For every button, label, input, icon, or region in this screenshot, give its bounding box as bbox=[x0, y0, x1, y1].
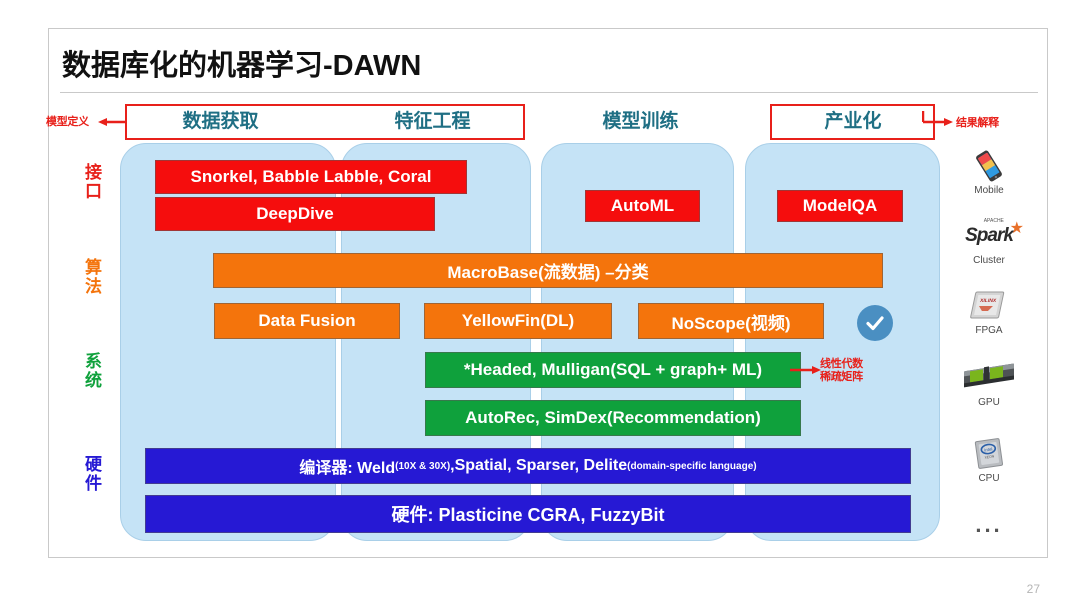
box-noscope[interactable]: NoScope(视频) bbox=[638, 303, 824, 339]
box-yellowfin[interactable]: YellowFin(DL) bbox=[424, 303, 612, 339]
box-snorkel[interactable]: Snorkel, Babble Labble, Coral bbox=[155, 160, 467, 194]
system-note-line2: 稀疏矩阵 bbox=[820, 371, 863, 383]
box-automl[interactable]: AutoML bbox=[585, 190, 700, 222]
svg-text:XEON: XEON bbox=[984, 454, 995, 459]
device-caption-mobile: Mobile bbox=[974, 185, 1004, 196]
system-note-arrow-icon bbox=[790, 366, 821, 374]
page-title: 数据库化的机器学习-DAWN bbox=[62, 50, 422, 82]
layer-label-interface: 接口 bbox=[82, 163, 101, 201]
phase-box-industrialization[interactable] bbox=[770, 104, 935, 140]
device-mobile: Mobile bbox=[952, 148, 1026, 196]
svg-text:intel: intel bbox=[984, 446, 993, 452]
layer-label-system: 系统 bbox=[82, 352, 101, 390]
device-fpga: XILINX FPGA bbox=[952, 288, 1026, 336]
gpu-card-icon bbox=[952, 360, 1026, 396]
device-caption-cpu: CPU bbox=[978, 473, 1000, 484]
phase-label-model-training[interactable]: 模型训练 bbox=[602, 111, 679, 132]
compiler-sub-2: (domain-specific language) bbox=[627, 460, 757, 472]
spark-apache-label: APACHE bbox=[983, 218, 1004, 224]
title-divider bbox=[60, 92, 1038, 93]
device-caption-gpu: GPU bbox=[978, 397, 1000, 408]
check-badge-icon[interactable] bbox=[857, 305, 893, 341]
device-caption-fpga: FPGA bbox=[975, 325, 1003, 336]
device-caption-cluster: Cluster bbox=[973, 255, 1005, 266]
fpga-chip-icon: XILINX bbox=[952, 288, 1026, 324]
right-annotation-result-interpretation: 结果解释 bbox=[956, 117, 999, 129]
compiler-mid: ,Spatial, Sparser, Delite bbox=[450, 457, 628, 474]
layer-label-hardware: 硬件 bbox=[82, 455, 101, 493]
box-compiler[interactable]: 编译器: Weld(10X & 30X),Spatial, Sparser, D… bbox=[145, 448, 911, 484]
box-autorec-simdex[interactable]: AutoRec, SimDex(Recommendation) bbox=[425, 400, 801, 436]
box-macrobase[interactable]: MacroBase(流数据) –分类 bbox=[213, 253, 883, 288]
spark-wordmark: Spark bbox=[965, 225, 1014, 246]
spark-star-icon: ★ bbox=[1009, 220, 1024, 237]
box-modelqa[interactable]: ModelQA bbox=[777, 190, 903, 222]
phase-box-acquisition-feature[interactable] bbox=[125, 104, 525, 140]
box-data-fusion[interactable]: Data Fusion bbox=[214, 303, 400, 339]
left-annotation-model-definition: 模型定义 bbox=[46, 116, 89, 128]
phase-label-industrialization[interactable]: 产业化 bbox=[824, 111, 882, 132]
device-cpu: intel XEON CPU bbox=[952, 436, 1026, 484]
system-note-line1: 线性代数 bbox=[820, 358, 863, 370]
box-deepdive[interactable]: DeepDive bbox=[155, 197, 435, 231]
cpu-chip-icon: intel XEON bbox=[952, 436, 1026, 472]
system-note-annotation: 线性代数 稀疏矩阵 bbox=[820, 358, 863, 384]
apache-spark-logo: APACHE Spark ★ bbox=[952, 218, 1026, 254]
compiler-prefix: 编译器: Weld bbox=[299, 460, 396, 477]
box-hardware[interactable]: 硬件: Plasticine CGRA, FuzzyBit bbox=[145, 495, 911, 533]
ellipsis-icon: ... bbox=[975, 512, 1003, 537]
svg-text:XILINX: XILINX bbox=[979, 298, 997, 304]
device-cluster: APACHE Spark ★ Cluster bbox=[952, 218, 1026, 266]
compiler-sub-1: (10X & 30X) bbox=[395, 460, 451, 472]
mobile-phone-icon bbox=[952, 148, 1026, 184]
box-headed-mulligan[interactable]: *Headed, Mulligan(SQL + graph+ ML) bbox=[425, 352, 801, 388]
left-arrow-icon bbox=[98, 118, 127, 126]
phase-label-feature-engineering[interactable]: 特征工程 bbox=[394, 111, 471, 132]
device-gpu: GPU bbox=[952, 360, 1026, 408]
page-number: 27 bbox=[1026, 582, 1040, 596]
phase-label-data-acquisition[interactable]: 数据获取 bbox=[182, 111, 259, 132]
layer-label-algorithm: 算法 bbox=[82, 258, 101, 296]
